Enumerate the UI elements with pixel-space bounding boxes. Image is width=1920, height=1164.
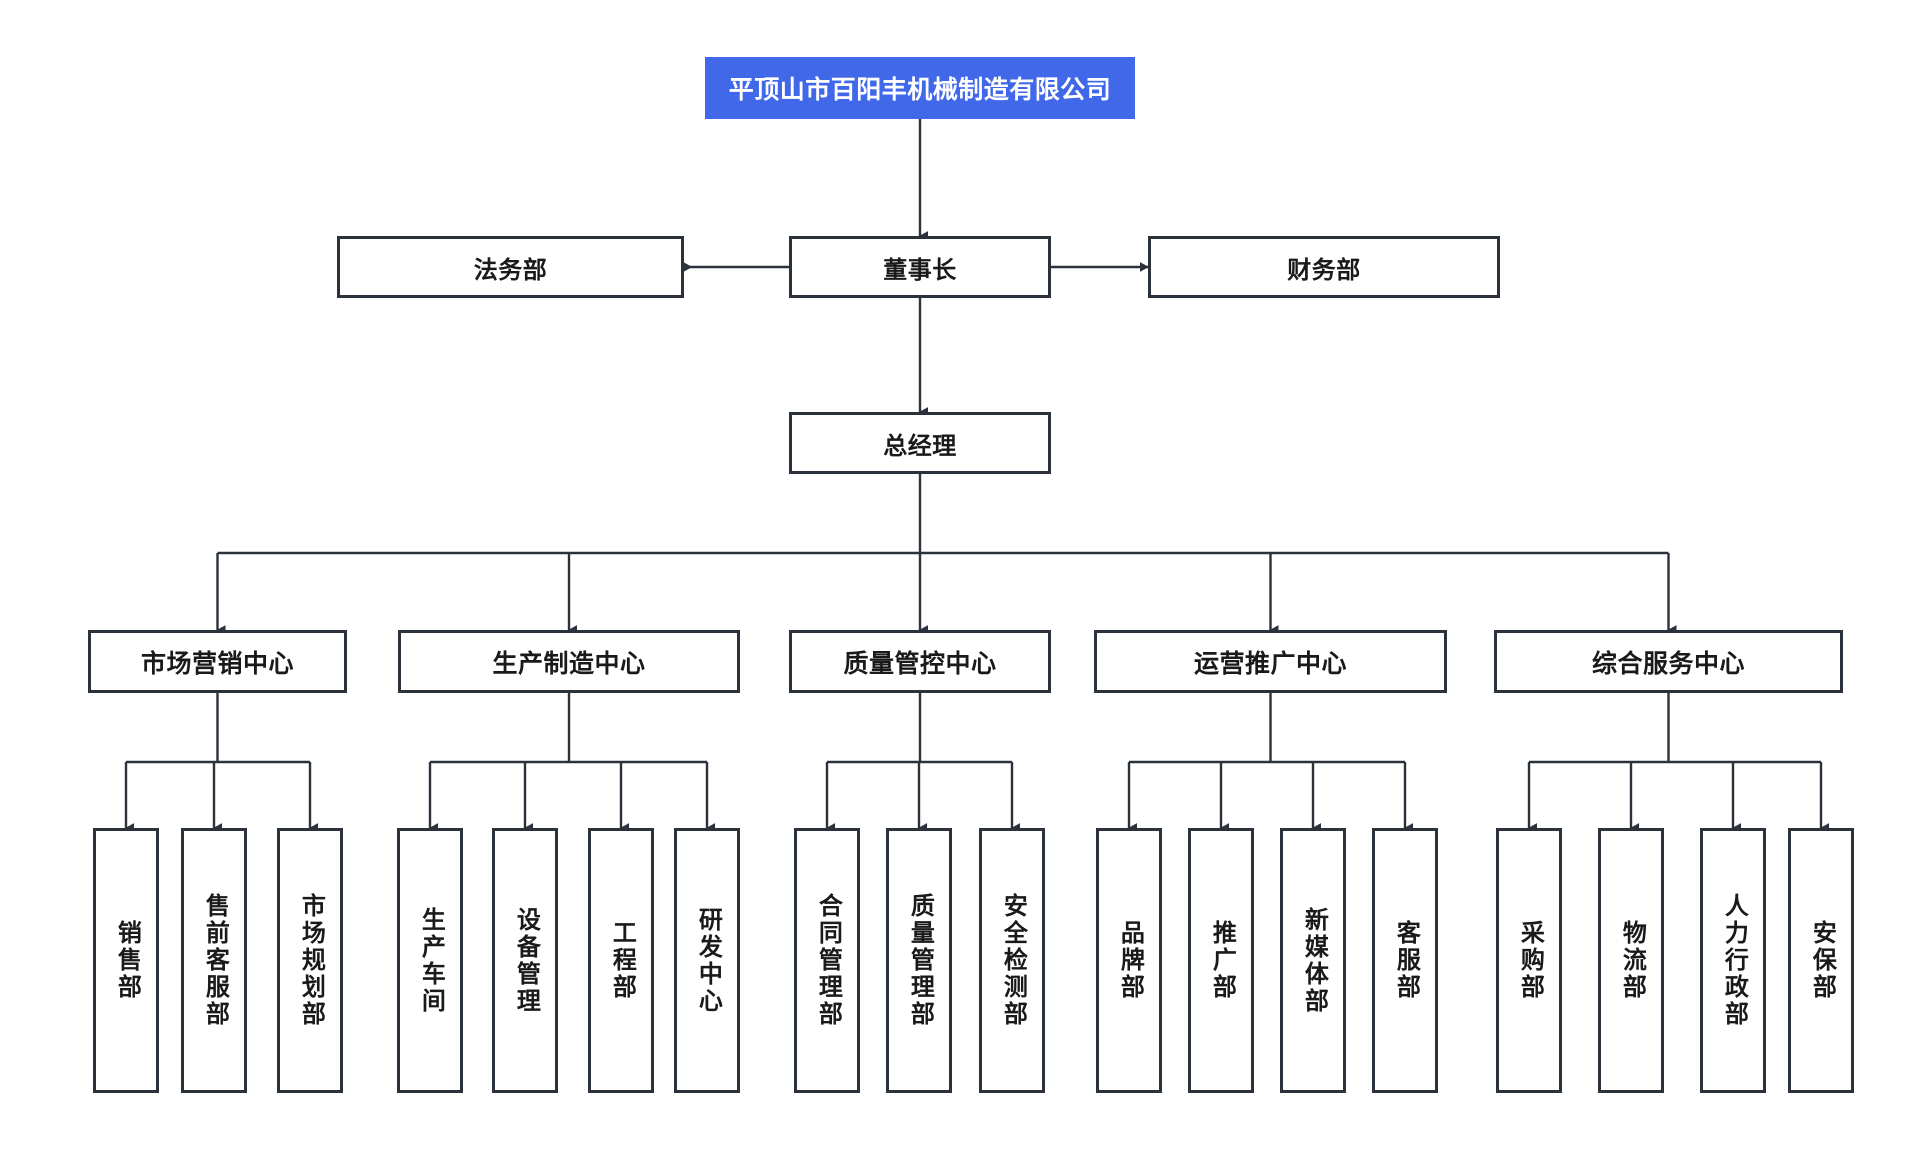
- node-department-5-3[interactable]: 人力行政部: [1700, 828, 1766, 1093]
- node-department-1-3[interactable]: 市场规划部: [277, 828, 343, 1093]
- node-legal-department[interactable]: 法务部: [337, 236, 684, 298]
- node-department-1-2[interactable]: 售前客服部: [181, 828, 247, 1093]
- node-center-3[interactable]: 质量管控中心: [789, 630, 1051, 693]
- node-center-4[interactable]: 运营推广中心: [1094, 630, 1447, 693]
- node-department-5-2[interactable]: 物流部: [1598, 828, 1664, 1093]
- node-department-1-1[interactable]: 销售部: [93, 828, 159, 1093]
- node-department-2-4[interactable]: 研发中心: [674, 828, 740, 1093]
- node-center-2[interactable]: 生产制造中心: [398, 630, 740, 693]
- node-department-2-3[interactable]: 工程部: [588, 828, 654, 1093]
- node-department-5-1[interactable]: 采购部: [1496, 828, 1562, 1093]
- node-department-4-4[interactable]: 客服部: [1372, 828, 1438, 1093]
- node-department-4-2[interactable]: 推广部: [1188, 828, 1254, 1093]
- node-company-root[interactable]: 平顶山市百阳丰机械制造有限公司: [705, 57, 1135, 119]
- node-center-1[interactable]: 市场营销中心: [88, 630, 347, 693]
- node-finance-department[interactable]: 财务部: [1148, 236, 1500, 298]
- node-department-4-1[interactable]: 品牌部: [1096, 828, 1162, 1093]
- node-department-3-1[interactable]: 合同管理部: [794, 828, 860, 1093]
- node-chairman[interactable]: 董事长: [789, 236, 1051, 298]
- node-department-2-2[interactable]: 设备管理: [492, 828, 558, 1093]
- node-department-3-3[interactable]: 安全检测部: [979, 828, 1045, 1093]
- node-department-2-1[interactable]: 生产车间: [397, 828, 463, 1093]
- node-general-manager[interactable]: 总经理: [789, 412, 1051, 474]
- node-center-5[interactable]: 综合服务中心: [1494, 630, 1843, 693]
- node-department-4-3[interactable]: 新媒体部: [1280, 828, 1346, 1093]
- node-department-5-4[interactable]: 安保部: [1788, 828, 1854, 1093]
- node-department-3-2[interactable]: 质量管理部: [886, 828, 952, 1093]
